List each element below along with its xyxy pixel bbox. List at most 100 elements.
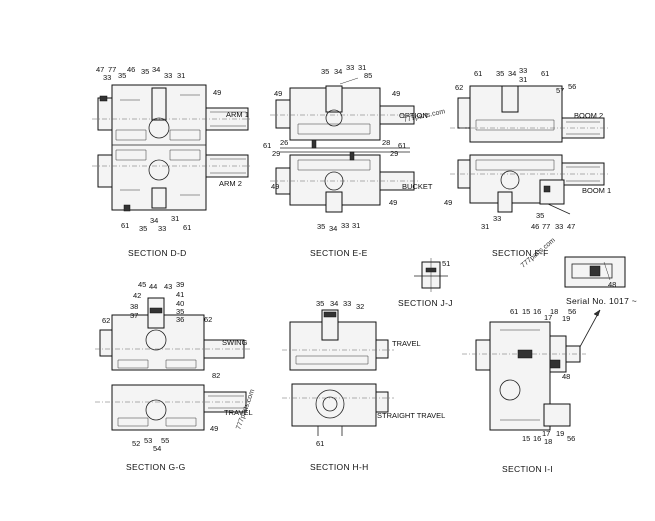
- spool-label: TRAVEL: [392, 339, 421, 348]
- callout: 35: [536, 211, 544, 220]
- callout: 61: [398, 141, 406, 150]
- callout: 41: [176, 290, 184, 299]
- callout: 56: [568, 82, 576, 91]
- callout: 33: [103, 73, 111, 82]
- callout: 33: [343, 299, 351, 308]
- callout: 44: [149, 282, 157, 291]
- callout: 38: [130, 302, 138, 311]
- callout: 19: [562, 314, 570, 323]
- section-d-d: 47 77 33 35 46 35 34 33 31 49 ARM 1 ARM …: [92, 65, 250, 258]
- spool-label: TRAVEL: [224, 408, 253, 417]
- spool-label: ARM 1: [226, 110, 249, 119]
- section-g-g: 45 44 43 39 42 41 38 40 37 35 36 62 62 S…: [95, 280, 253, 472]
- callout: 33: [493, 214, 501, 223]
- callout: 33: [555, 222, 563, 231]
- section-title: SECTION H-H: [310, 462, 369, 472]
- section-h-h: 35 34 33 32 TRAVEL STRAIGHT TRAVEL 61 SE…: [282, 299, 445, 472]
- callout: 82: [212, 371, 220, 380]
- callout: 40: [176, 299, 184, 308]
- callout: 33: [519, 66, 527, 75]
- callout: 31: [519, 75, 527, 84]
- callout: 36: [176, 315, 184, 324]
- section-title: SECTION G-G: [126, 462, 186, 472]
- callout: 61: [541, 69, 549, 78]
- callout: 16: [533, 307, 541, 316]
- callout: 56: [568, 307, 576, 316]
- callout: 33: [341, 221, 349, 230]
- callout: 39: [176, 280, 184, 289]
- callout: 49: [271, 182, 279, 191]
- section-title: SECTION E-E: [310, 248, 368, 258]
- callout: 62: [102, 316, 110, 325]
- callout: 49: [210, 424, 218, 433]
- callout: 56: [567, 434, 575, 443]
- callout: 35: [496, 69, 504, 78]
- section-title: SECTION F-F: [492, 248, 549, 258]
- callout: 49: [444, 198, 452, 207]
- callout: 26: [280, 138, 288, 147]
- callout: 18: [550, 307, 558, 316]
- callout: 31: [177, 71, 185, 80]
- callout: 35: [118, 71, 126, 80]
- callout: 48: [562, 372, 570, 381]
- spool-label: OPTION: [399, 111, 428, 120]
- callout: 47: [567, 222, 575, 231]
- section-f-f: 61 35 34 33 31 61 62 57 56 BOOM 2 49 BOO…: [444, 66, 611, 258]
- callout: 33: [346, 63, 354, 72]
- callout: 53: [144, 436, 152, 445]
- callout: 33: [164, 71, 172, 80]
- callout: 77: [108, 65, 116, 74]
- callout: 35: [321, 67, 329, 76]
- callout: 46: [531, 222, 539, 231]
- callout: 46: [127, 65, 135, 74]
- callout: 31: [171, 214, 179, 223]
- callout: 15: [522, 434, 530, 443]
- callout: 35: [176, 307, 184, 316]
- section-title: SECTION D-D: [128, 248, 187, 258]
- callout: 55: [161, 436, 169, 445]
- callout: 35: [317, 222, 325, 231]
- callout: 31: [481, 222, 489, 231]
- callout: 49: [389, 198, 397, 207]
- section-i-i: 61 15 16 17 18 19 56 48 15 16 17 18 19 5…: [462, 307, 586, 474]
- callout: 48: [608, 280, 616, 289]
- callout: 34: [330, 299, 338, 308]
- callout: 34: [334, 67, 342, 76]
- callout: 54: [153, 444, 161, 453]
- spool-label: BUCKET: [402, 182, 433, 191]
- spool-label: BOOM 1: [582, 186, 611, 195]
- callout: 35: [316, 299, 324, 308]
- section-j-j: 51 SECTION J-J: [398, 258, 453, 308]
- valve-body-e-e: [270, 77, 420, 213]
- callout: 35: [139, 224, 147, 233]
- callout: 28: [382, 138, 390, 147]
- valve-body-f-f: [450, 85, 610, 215]
- callout: 85: [364, 71, 372, 80]
- valve-detail-j-j: [414, 258, 448, 292]
- callout: 42: [133, 291, 141, 300]
- valve-body-d-d: [92, 84, 250, 212]
- callout: 37: [130, 311, 138, 320]
- callout: 61: [121, 221, 129, 230]
- valve-body-h-h: [282, 309, 394, 436]
- callout: 19: [556, 429, 564, 438]
- callout: 34: [329, 224, 337, 233]
- serial-note: Serial No. 1017 ~: [566, 296, 637, 306]
- callout: 61: [263, 141, 271, 150]
- callout: 34: [508, 69, 516, 78]
- callout: 18: [544, 437, 552, 446]
- callout: 77: [542, 222, 550, 231]
- callout: 49: [213, 88, 221, 97]
- callout: 34: [152, 65, 160, 74]
- callout: 52: [132, 439, 140, 448]
- spool-label: ARM 2: [219, 179, 242, 188]
- callout: 17: [544, 313, 552, 322]
- section-e-e: 35 34 33 31 85 49 49 OPTION 61 26 28 61 …: [263, 63, 433, 258]
- callout: 49: [392, 89, 400, 98]
- callout: 45: [138, 280, 146, 289]
- callout: 43: [164, 282, 172, 291]
- section-title: SECTION J-J: [398, 298, 453, 308]
- callout: 33: [158, 224, 166, 233]
- callout: 51: [442, 259, 450, 268]
